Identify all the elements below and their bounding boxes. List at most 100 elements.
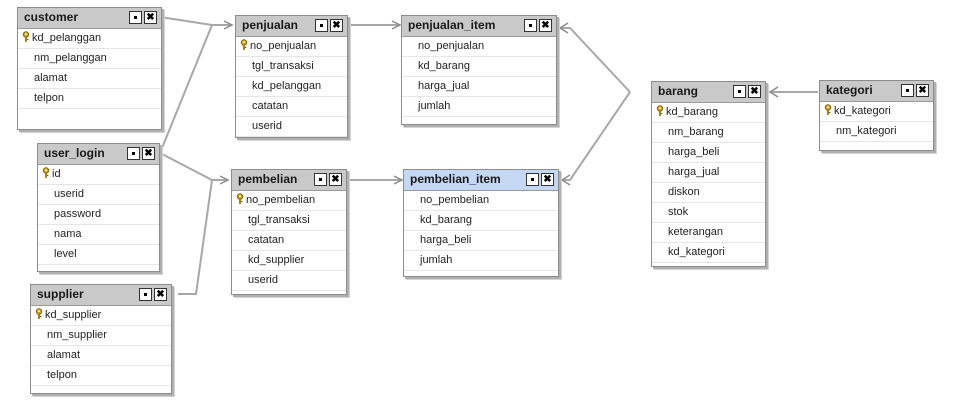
window-controls: ✖ [312, 173, 342, 191]
column-row[interactable]: jumlah [404, 251, 558, 271]
minimize-icon[interactable] [139, 288, 152, 301]
column-row[interactable]: kd_pelanggan [236, 77, 347, 97]
column-row[interactable]: alamat [31, 346, 171, 366]
column-row[interactable]: keterangan [652, 223, 765, 243]
close-icon[interactable]: ✖ [330, 19, 343, 32]
close-icon[interactable]: ✖ [539, 19, 552, 32]
column-row[interactable]: harga_jual [652, 163, 765, 183]
close-icon[interactable]: ✖ [748, 85, 761, 98]
arrow-penjualan-item [391, 20, 402, 30]
close-icon[interactable]: ✖ [541, 173, 554, 186]
table-header[interactable]: kategori ✖ [820, 81, 933, 102]
table-header[interactable]: penjualan_item✖ [402, 16, 556, 37]
column-row[interactable]: kd_supplier [232, 251, 346, 271]
table-header[interactable]: pembelian✖ [232, 170, 346, 191]
close-icon[interactable]: ✖ [916, 84, 929, 97]
column-row[interactable]: userid [232, 271, 346, 291]
column-row[interactable]: kd_pelanggan [18, 29, 161, 49]
table-header[interactable]: penjualan✖ [236, 16, 347, 37]
column-row[interactable]: jumlah [402, 97, 556, 117]
column-row[interactable]: no_pembelian [232, 191, 346, 211]
arrow-userlogin-pembelian [219, 175, 230, 185]
column-name: tgl_transaksi [248, 214, 310, 226]
link-barang-penjualanitem [560, 27, 631, 93]
table-header[interactable]: pembelian_item✖ [404, 170, 558, 191]
column-name: nama [54, 228, 82, 240]
column-row[interactable]: nm_kategori [820, 122, 933, 142]
column-row[interactable]: password [38, 205, 159, 225]
column-row[interactable]: kd_barang [652, 103, 765, 123]
column-name: nm_kategori [836, 125, 897, 137]
column-row[interactable]: kd_barang [402, 57, 556, 77]
primary-key-icon [42, 167, 50, 178]
minimize-icon[interactable] [524, 19, 537, 32]
table-header[interactable]: user_login✖ [38, 144, 159, 165]
close-icon[interactable]: ✖ [329, 173, 342, 186]
column-row[interactable]: no_penjualan [236, 37, 347, 57]
column-row[interactable]: catatan [232, 231, 346, 251]
table-title: kategori [826, 83, 873, 97]
column-row[interactable]: no_penjualan [402, 37, 556, 57]
close-icon[interactable]: ✖ [142, 147, 155, 160]
table-header[interactable]: supplier✖ [31, 285, 171, 306]
column-row[interactable]: kd_supplier [31, 306, 171, 326]
column-name: password [54, 208, 102, 220]
column-row[interactable]: no_pembelian [404, 191, 558, 211]
column-row[interactable]: tgl_transaksi [236, 57, 347, 77]
link-userlogin-pembelian [159, 152, 228, 181]
column-row[interactable]: diskon [652, 183, 765, 203]
column-row[interactable]: kd_kategori [652, 243, 765, 263]
window-controls: ✖ [524, 173, 554, 191]
close-icon[interactable]: ✖ [154, 288, 167, 301]
column-name: nm_pelanggan [34, 52, 107, 64]
column-row[interactable]: harga_jual [402, 77, 556, 97]
table-kategori[interactable]: kategori ✖ kd_kategori nm_kategori [819, 80, 934, 151]
column-name: no_penjualan [250, 40, 317, 52]
minimize-icon[interactable] [901, 84, 914, 97]
column-row[interactable]: harga_beli [652, 143, 765, 163]
column-row[interactable]: alamat [18, 69, 161, 89]
minimize-icon[interactable] [526, 173, 539, 186]
column-name: userid [54, 188, 84, 200]
column-row[interactable]: kd_barang [404, 211, 558, 231]
column-row[interactable]: kd_kategori [820, 102, 933, 122]
column-row[interactable]: nama [38, 225, 159, 245]
column-row[interactable]: telpon [31, 366, 171, 386]
column-row[interactable]: level [38, 245, 159, 265]
minimize-icon[interactable] [315, 19, 328, 32]
column-row[interactable]: telpon [18, 89, 161, 109]
column-row[interactable]: tgl_transaksi [232, 211, 346, 231]
table-header[interactable]: customer ✖ [18, 8, 161, 29]
table-header[interactable]: barang✖ [652, 82, 765, 103]
column-row[interactable]: nm_barang [652, 123, 765, 143]
table-title: customer [24, 10, 79, 24]
minimize-icon[interactable] [127, 147, 140, 160]
column-row[interactable]: nm_supplier [31, 326, 171, 346]
column-name: id [52, 168, 61, 180]
minimize-icon[interactable] [129, 11, 142, 24]
column-name: userid [248, 274, 278, 286]
column-row[interactable]: catatan [236, 97, 347, 117]
arrow-kategori-barang [768, 86, 779, 98]
column-row[interactable]: stok [652, 203, 765, 223]
column-row[interactable]: userid [236, 117, 347, 137]
column-row[interactable]: harga_beli [404, 231, 558, 251]
column-name: kd_supplier [248, 254, 305, 266]
minimize-icon[interactable] [733, 85, 746, 98]
column-row[interactable]: userid [38, 185, 159, 205]
close-icon[interactable]: ✖ [144, 11, 157, 24]
column-row[interactable]: nm_pelanggan [18, 49, 161, 69]
table-user_login[interactable]: user_login✖id userid password nama level [37, 143, 160, 272]
minimize-icon[interactable] [314, 173, 327, 186]
column-row[interactable]: id [38, 165, 159, 185]
